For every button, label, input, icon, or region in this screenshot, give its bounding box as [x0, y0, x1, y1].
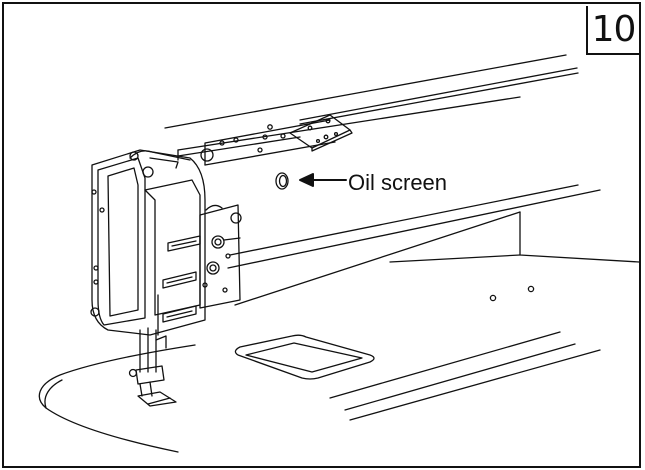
- machine-table: [38, 211, 640, 453]
- machine-arm: [164, 54, 601, 306]
- bed-plate-opening: [234, 334, 375, 380]
- left-arrow-icon: [299, 173, 347, 187]
- tension-assembly: [199, 204, 242, 309]
- machine-head: [90, 149, 206, 336]
- presser-foot: [128, 327, 177, 407]
- step-number-badge: 10: [586, 6, 639, 55]
- top-cover-plate: [289, 114, 353, 152]
- oil-screen-label: Oil screen: [348, 170, 448, 195]
- oil-screen: [275, 172, 289, 190]
- thread-guides: [157, 235, 201, 336]
